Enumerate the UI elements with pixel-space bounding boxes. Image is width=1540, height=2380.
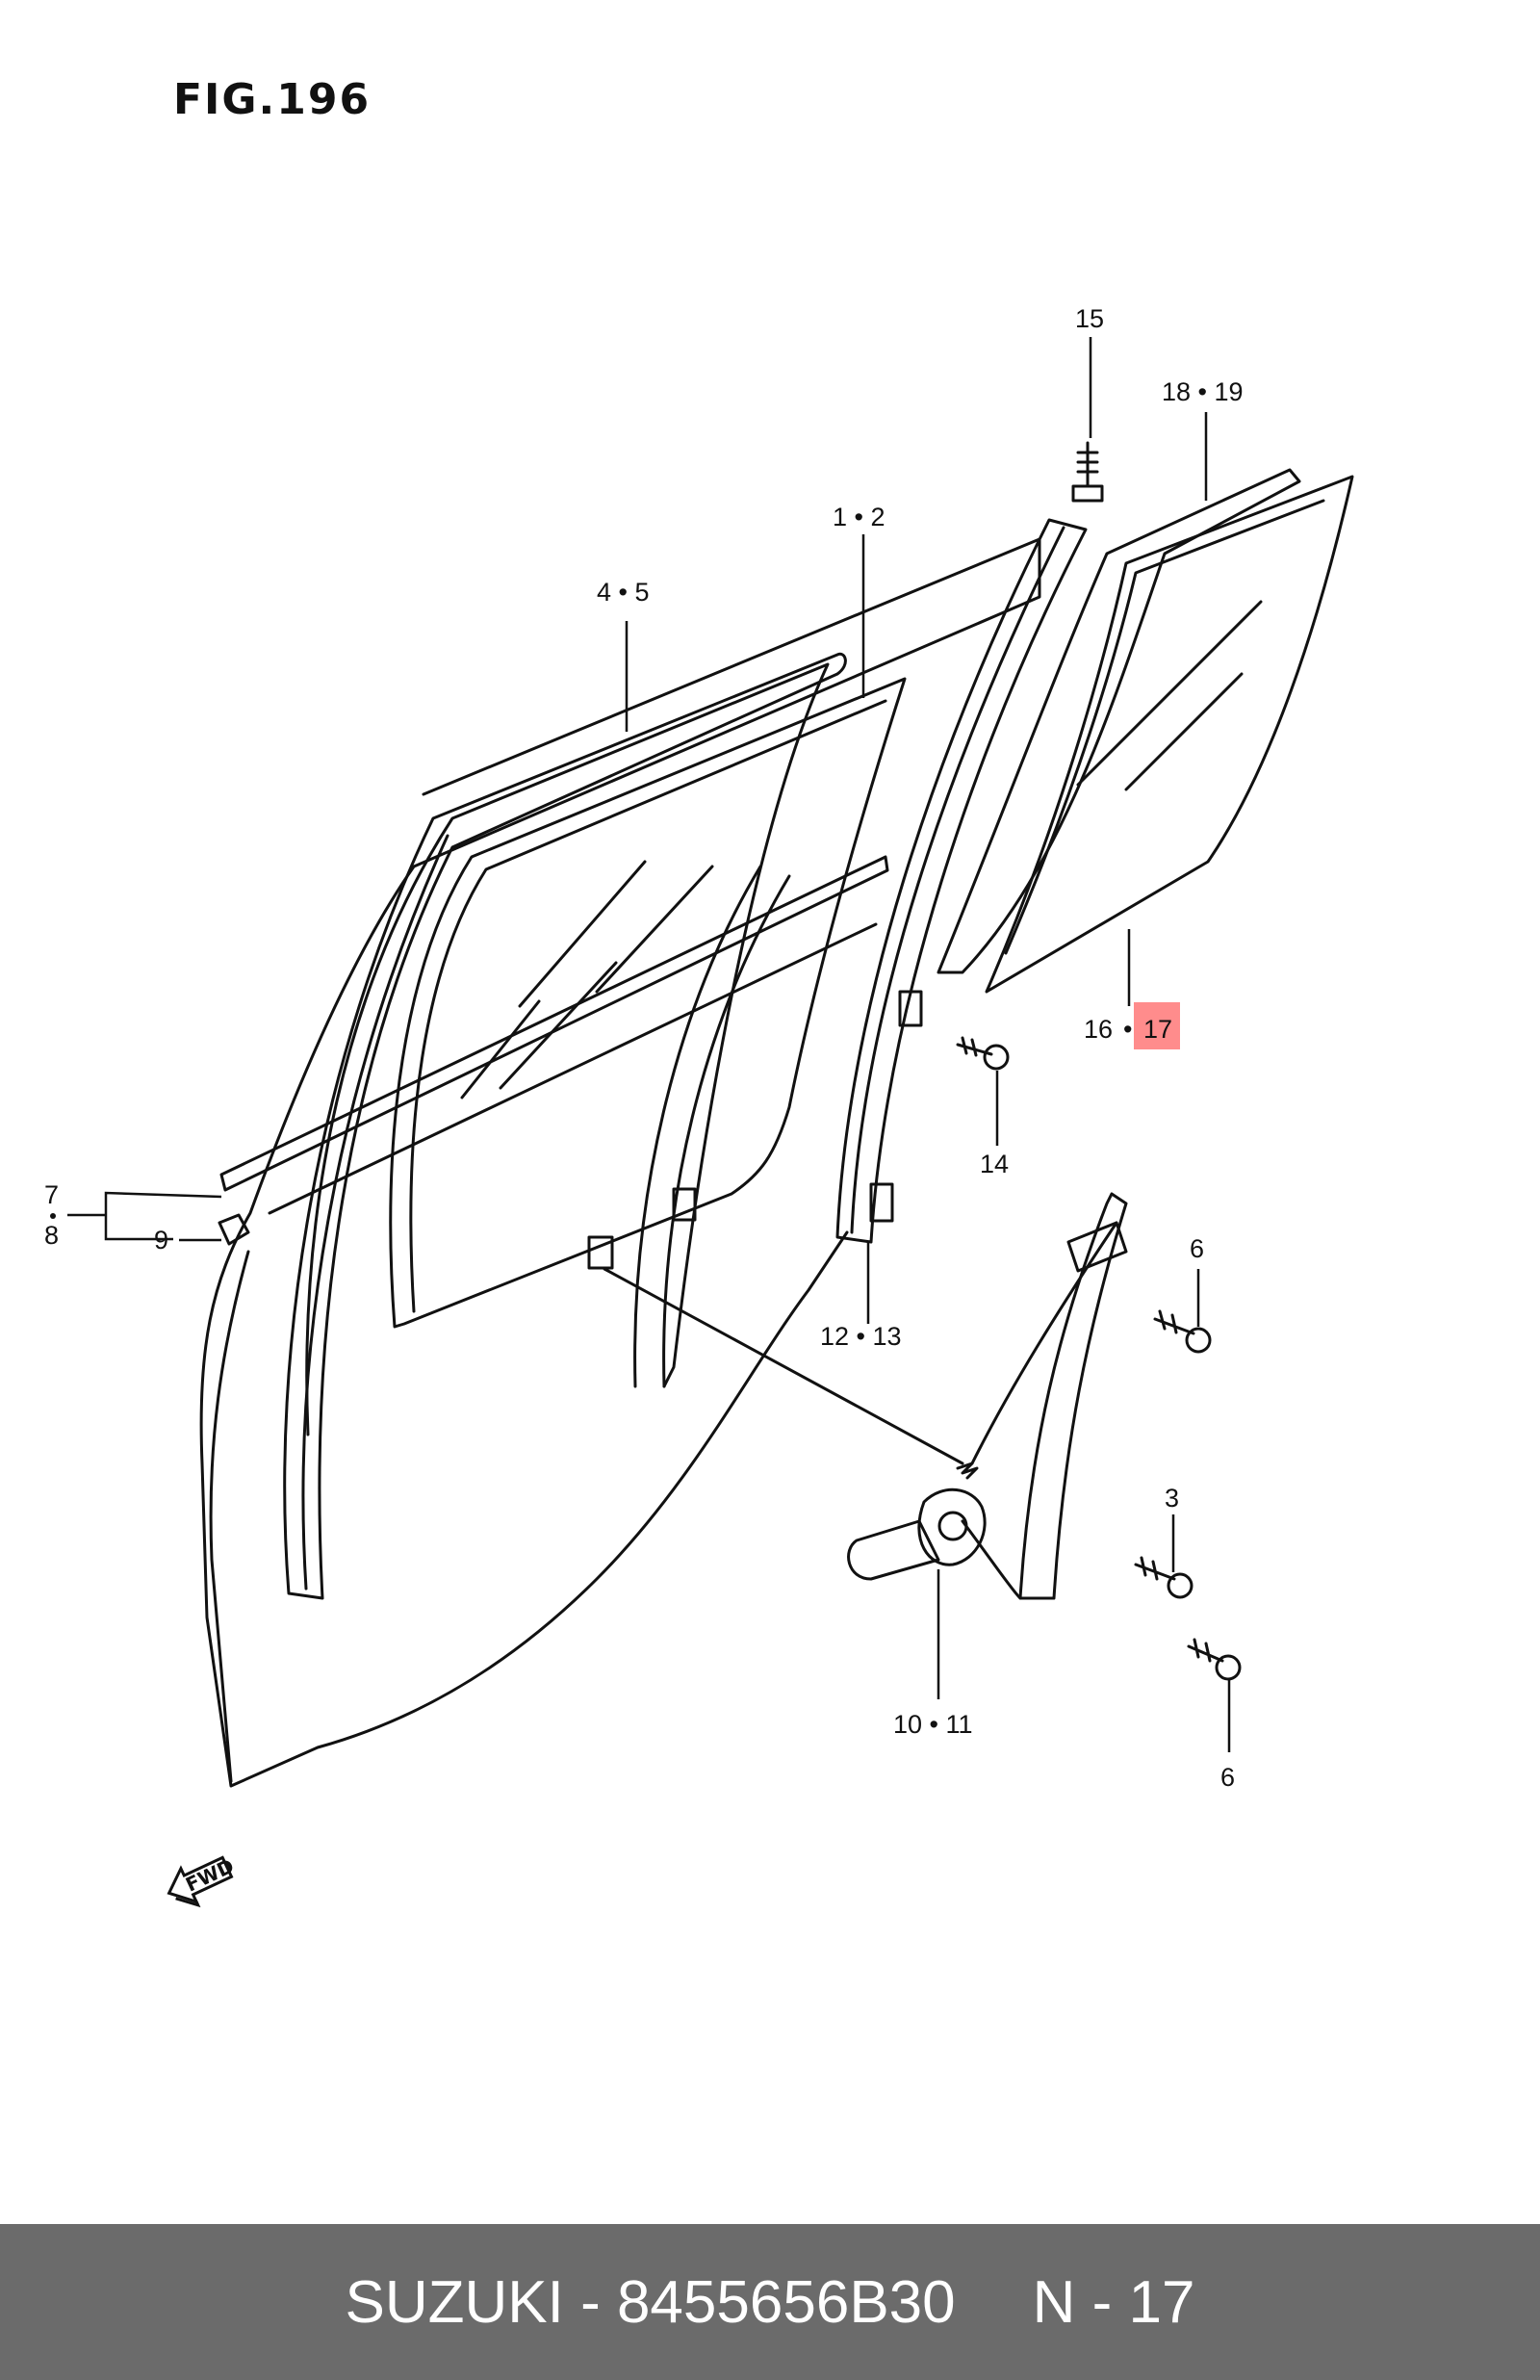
part-number-text: SUZUKI - 8455656B30: [345, 2268, 956, 2336]
belt-molding: [219, 855, 889, 1192]
part-footer-bar: SUZUKI - 8455656B30 N - 17: [0, 2224, 1540, 2380]
fwd-arrow-icon: FWD: [167, 1854, 238, 1908]
door-inner-edge: [209, 1250, 250, 1783]
regulator-cable-left: [970, 1221, 1118, 1465]
bolt-6-top: [1153, 1309, 1212, 1354]
glass-lift-line: [603, 1267, 964, 1465]
callout-3: 3: [1165, 1484, 1179, 1513]
glass-run-bracket: [672, 1187, 697, 1222]
door-sash-frame: [305, 662, 830, 1436]
sash-bracket-lower: [869, 1182, 894, 1223]
regulator-cable-lower: [961, 1519, 1022, 1600]
callout-15: 15: [1075, 304, 1104, 333]
diagram-reference-text: N - 17: [1032, 2268, 1195, 2336]
callout-7-8-dot: [50, 1213, 56, 1219]
callout-12-13: 12 • 13: [820, 1322, 902, 1351]
figure-title: FIG.196: [173, 75, 372, 124]
callout-4-5: 4 • 5: [597, 578, 650, 607]
leader-7-8: [67, 1191, 222, 1241]
outer-weatherstrip: [283, 652, 847, 1600]
quarter-glass: [985, 475, 1354, 994]
callout-16-17-dot: •: [1123, 1015, 1132, 1044]
callout-6-bottom: 6: [1220, 1763, 1235, 1792]
glass-lift-bracket: [587, 1235, 614, 1270]
center-sash-inner: [850, 526, 1065, 1234]
belt-molding-lower: [268, 922, 878, 1215]
callout-17: 17: [1143, 1015, 1172, 1044]
quarter-weatherstrip: [937, 468, 1301, 974]
motor-body: [847, 1519, 940, 1581]
fwd-label: FWD: [182, 1854, 238, 1897]
quarter-glass-inner: [1004, 499, 1325, 955]
sash-bracket-upper: [898, 990, 923, 1027]
callout-7: 7: [44, 1180, 59, 1209]
motor-gear: [937, 1511, 968, 1541]
callout-16: 16: [1084, 1015, 1113, 1044]
motor-spring: [956, 1462, 979, 1480]
callout-8: 8: [44, 1221, 59, 1250]
clip-front: [218, 1213, 250, 1246]
glass-reflection: [460, 860, 714, 1099]
regulator-motor: [917, 1488, 987, 1566]
rear-glass-run: [633, 865, 791, 1388]
bolt-15: [1071, 441, 1104, 503]
callout-17-highlight: [1134, 1002, 1180, 1049]
callout-18-19: 18 • 19: [1162, 377, 1244, 406]
bolt-3: [1134, 1556, 1194, 1599]
quarter-glass-reflection: [1076, 600, 1263, 791]
center-sash-channel: [835, 518, 1088, 1244]
door-panel: [199, 537, 1041, 1788]
weatherstrip-inner-line: [301, 834, 449, 1591]
window-regulator-rail: [1018, 1192, 1128, 1600]
door-glass-exploded-diagram: 15 18 • 19 1 • 2 4 • 5 16 • 17 14 7 8 9 …: [44, 304, 1354, 1908]
glass-inner-outline: [409, 699, 887, 1313]
callout-1-2: 1 • 2: [833, 503, 886, 531]
main-door-glass: [389, 677, 907, 1329]
callout-6-top: 6: [1190, 1234, 1204, 1263]
callout-14: 14: [980, 1150, 1009, 1178]
bolt-14: [956, 1036, 1010, 1071]
regulator-bracket: [1066, 1221, 1128, 1273]
callout-9: 9: [154, 1226, 168, 1255]
callout-10-11: 10 • 11: [893, 1710, 973, 1739]
bolt-6-bottom: [1187, 1638, 1242, 1681]
